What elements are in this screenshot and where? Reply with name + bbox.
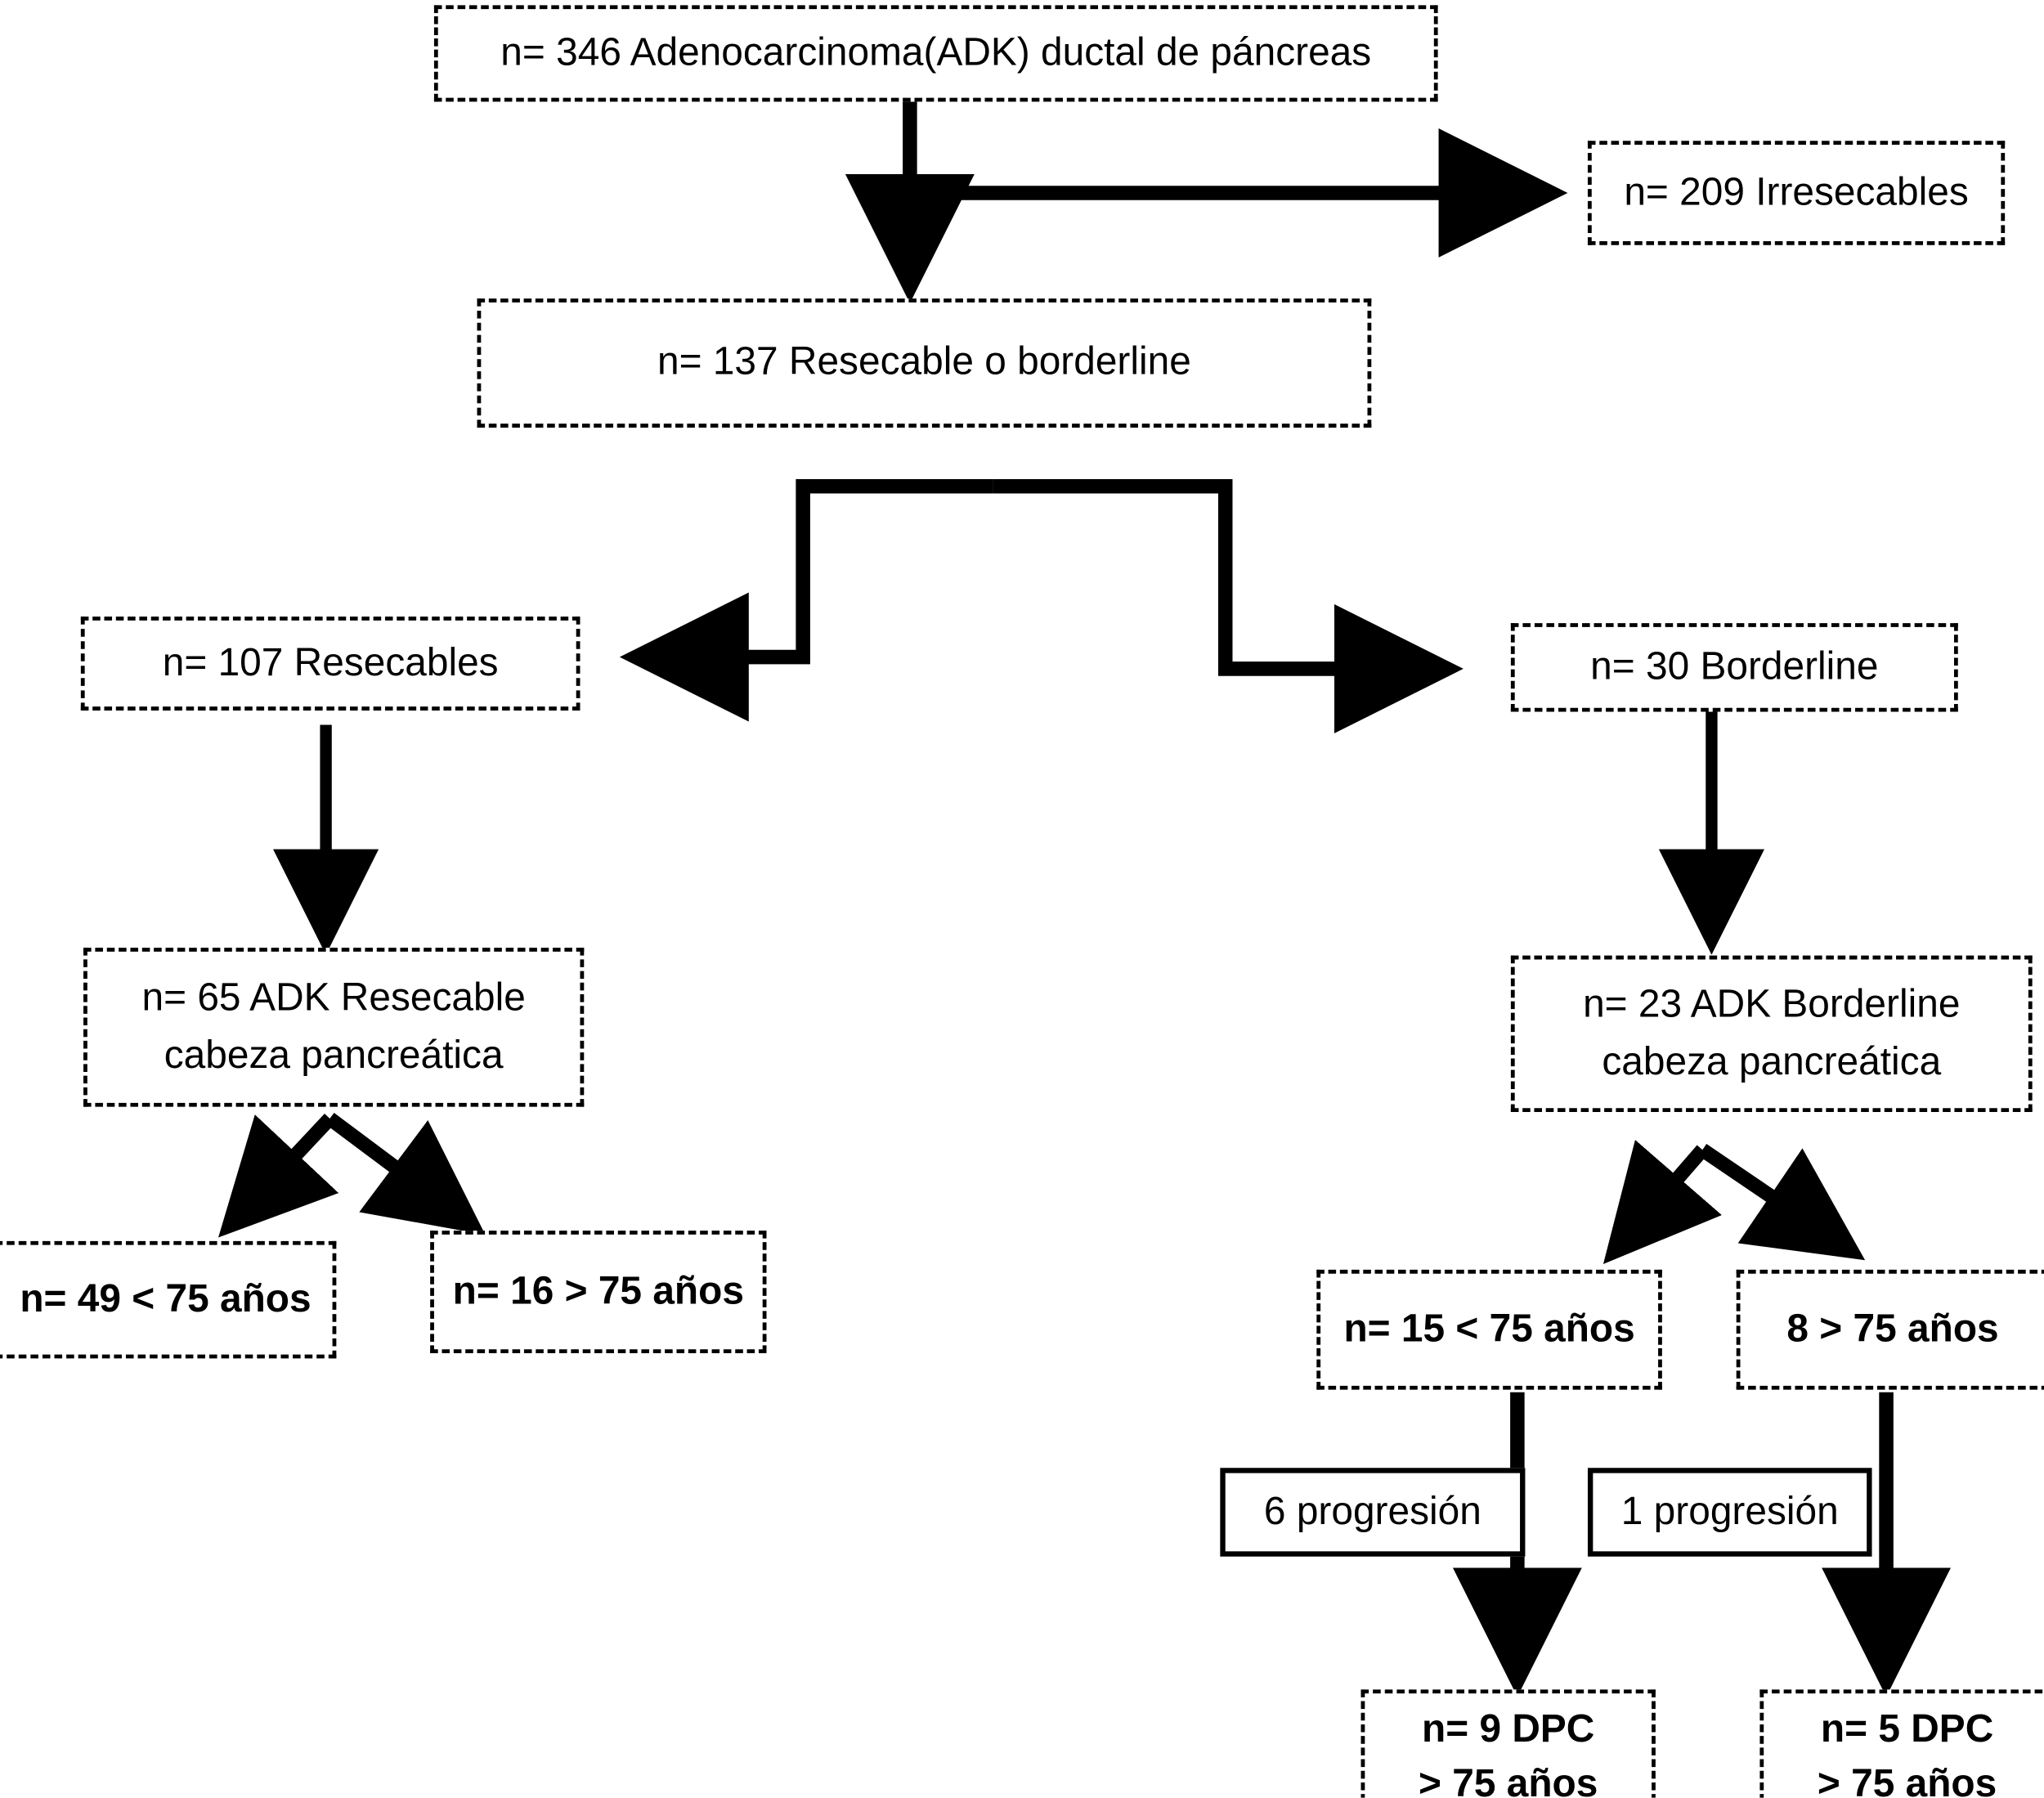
edge-adk-borderline-to-lt75 — [1602, 1140, 1722, 1264]
edge-adk-resecable-to-lt75 — [218, 1113, 339, 1238]
node-borderline-label: n= 30 Borderline — [1590, 644, 1879, 688]
node-adk-resecable-cabeza: n= 65 ADK Resecable cabeza pancreática — [83, 948, 585, 1107]
node-borderline-lt75: n= 15 < 75 años — [1316, 1269, 1662, 1390]
node-adk-resecable-line1: n= 65 ADK Resecable — [141, 975, 526, 1020]
node-dpc-9-line2: > 75 años — [1419, 1762, 1598, 1798]
node-adk-borderline-cabeza: n= 23 ADK Borderline cabeza pancreática — [1510, 955, 2033, 1113]
node-resecable-borderline: n= 137 Resecable o borderline — [477, 298, 1372, 428]
node-irresecables-label: n= 209 Irresecables — [1624, 170, 1969, 214]
node-adk-borderline-line1: n= 23 ADK Borderline — [1583, 982, 1961, 1026]
node-total-adk: n= 346 Adenocarcinoma(ADK) ductal de pán… — [433, 5, 1438, 102]
node-dpc-5-line1: n= 5 DPC — [1820, 1707, 1994, 1751]
node-resecable-borderline-label: n= 137 Resecable o borderline — [657, 340, 1191, 384]
node-resecable-lt75-label: n= 49 < 75 años — [20, 1277, 312, 1320]
node-resecables: n= 107 Resecables — [80, 617, 580, 711]
node-dpc-5-line2: > 75 años — [1817, 1762, 1997, 1798]
node-borderline: n= 30 Borderline — [1510, 623, 1958, 712]
node-dpc-9-line1: n= 9 DPC — [1422, 1707, 1595, 1751]
node-resecable-gt75-label: n= 16 > 75 años — [452, 1269, 744, 1313]
node-borderline-gt75: 8 > 75 años — [1736, 1269, 2044, 1390]
edge-adk-resecable-to-gt75 — [325, 1112, 486, 1235]
node-progresion-1-label: 1 progresión — [1620, 1490, 1839, 1533]
node-resecables-label: n= 107 Resecables — [162, 641, 499, 684]
edge-adk-borderline-to-gt75 — [1698, 1143, 1866, 1261]
edge-split-to-resecables — [619, 478, 993, 722]
node-dpc-5: n= 5 DPC > 75 años — [1759, 1689, 2044, 1798]
edge-split-to-borderline — [993, 478, 1464, 733]
node-borderline-gt75-label: 8 > 75 años — [1786, 1307, 1999, 1351]
node-adk-borderline-line2: cabeza pancreática — [1602, 1040, 1942, 1083]
node-progresion-6-label: 6 progresión — [1263, 1490, 1481, 1533]
node-adk-resecable-line2: cabeza pancreática — [164, 1034, 504, 1077]
node-borderline-lt75-label: n= 15 < 75 años — [1343, 1307, 1635, 1351]
node-irresecables: n= 209 Irresecables — [1587, 141, 2006, 245]
node-resecable-lt75: n= 49 < 75 años — [0, 1240, 337, 1359]
node-progresion-6: 6 progresión — [1220, 1468, 1526, 1557]
node-dpc-9: n= 9 DPC > 75 años — [1360, 1689, 1656, 1798]
node-progresion-1: 1 progresión — [1587, 1468, 1872, 1557]
node-total-adk-label: n= 346 Adenocarcinoma(ADK) ductal de pán… — [500, 30, 1372, 74]
node-resecable-gt75: n= 16 > 75 años — [430, 1231, 767, 1353]
